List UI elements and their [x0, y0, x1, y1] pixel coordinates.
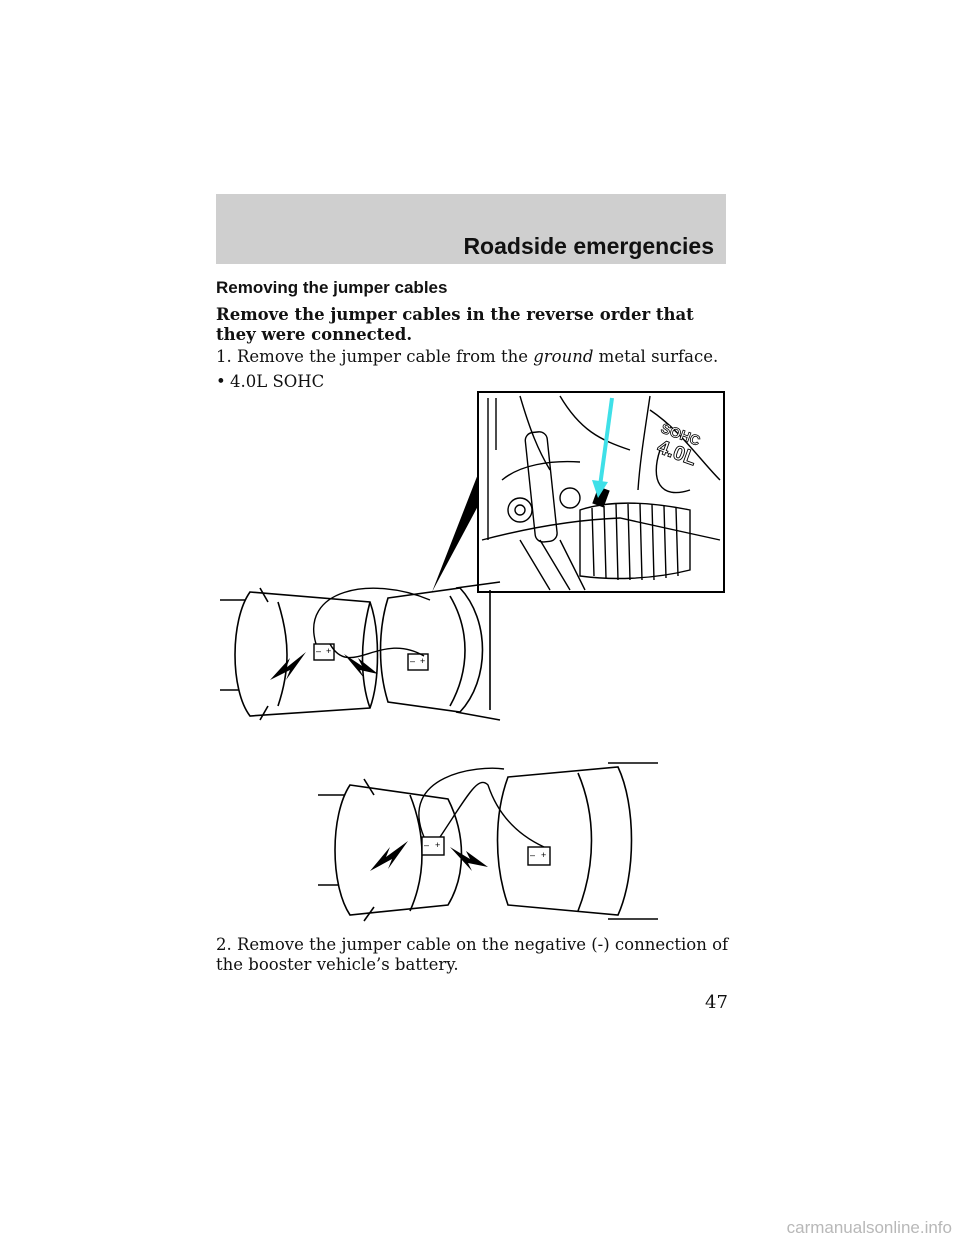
page-number: 47	[705, 992, 728, 1013]
spark-icon-left	[270, 652, 306, 680]
bullet-item: •4.0L SOHC	[216, 372, 324, 391]
cable-positive	[329, 643, 425, 659]
spark-icon-lower-right	[450, 847, 488, 871]
disabled-car	[379, 581, 501, 721]
step-1-prefix: 1. Remove the jumper cable from the	[216, 347, 534, 366]
step-1-emphasis: ground	[533, 347, 594, 366]
engine-bay-art	[481, 395, 721, 591]
disabled-battery-plus: +	[420, 656, 425, 666]
illustration-cables-connected: – + – +	[318, 762, 658, 922]
watermark: carmanualsonline.info	[786, 1218, 952, 1237]
section-heading: Removing the jumper cables	[216, 278, 448, 297]
cable-negative-lower	[418, 767, 505, 838]
disabled-battery-lower-minus: –	[530, 850, 535, 860]
disabled-battery-lower-plus: +	[541, 850, 546, 860]
bullet-label: 4.0L SOHC	[230, 372, 325, 391]
illustration-ground-connection: SOHC 4.0L – + – +	[220, 391, 725, 721]
booster-car	[220, 587, 379, 721]
inset-pointer	[432, 474, 478, 592]
bullet-dot-icon: •	[216, 372, 226, 391]
booster-battery-lower	[421, 836, 445, 856]
step-1-suffix: metal surface.	[593, 347, 719, 366]
cable-positive-lower	[439, 781, 545, 848]
spark-icon-lower-left	[370, 841, 408, 871]
disabled-car-lower	[496, 762, 658, 920]
booster-battery-lower-plus: +	[435, 840, 440, 850]
booster-battery-lower-minus: –	[424, 840, 429, 850]
cyan-arrow-line	[598, 397, 614, 487]
cable-negative	[313, 587, 431, 645]
step-2: 2. Remove the jumper cable on the negati…	[216, 935, 729, 974]
intro-paragraph: Remove the jumper cables in the reverse …	[216, 305, 694, 344]
header-band: Roadside emergencies	[216, 194, 726, 264]
page-header-title: Roadside emergencies	[463, 233, 714, 259]
disabled-battery-minus: –	[410, 656, 415, 666]
disabled-battery	[407, 653, 429, 671]
cyan-arrow-head	[592, 480, 608, 498]
booster-battery-minus: –	[316, 646, 321, 656]
disabled-battery-lower	[527, 846, 551, 866]
booster-battery-plus: +	[326, 646, 331, 656]
spark-icon-right	[344, 654, 378, 678]
booster-battery	[313, 643, 335, 661]
step-1: 1. Remove the jumper cable from the grou…	[216, 347, 718, 366]
